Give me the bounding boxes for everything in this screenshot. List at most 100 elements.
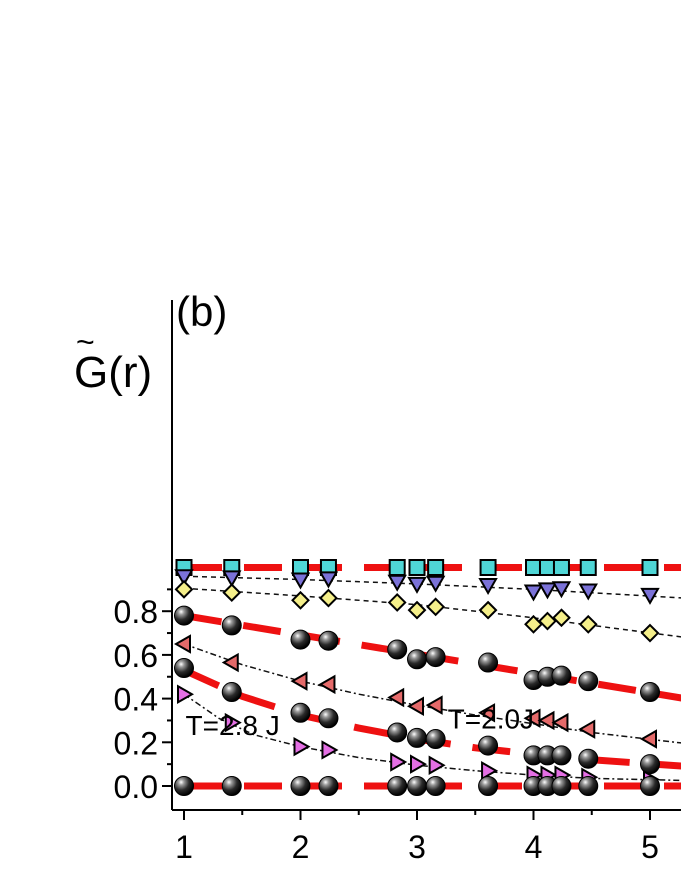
data-point-s1 [290, 572, 311, 590]
data-markers [173, 559, 661, 796]
data-point-s1 [478, 577, 498, 595]
annotation-label: T=2.8 J [186, 710, 280, 741]
data-point-s4 [387, 687, 405, 708]
data-point-s6 [224, 712, 242, 733]
data-point-s2 [222, 583, 242, 603]
data-point-s4 [221, 652, 239, 673]
data-point-s2 [640, 623, 660, 643]
data-point-s7 [425, 776, 446, 796]
x-tick-label: 3 [408, 829, 426, 865]
data-point-s1 [537, 582, 558, 600]
data-point-s7 [174, 776, 194, 796]
data-point-s0 [427, 559, 445, 576]
data-point-s2 [291, 590, 310, 610]
data-point-s1 [578, 583, 598, 601]
data-point-s4 [578, 719, 596, 739]
y-tick-label: 0.6 [114, 638, 158, 674]
data-point-s2 [552, 608, 571, 628]
data-point-s1 [640, 587, 660, 605]
data-point-s0 [579, 559, 597, 576]
data-point-s6 [410, 754, 428, 774]
data-point-s1 [222, 570, 242, 588]
data-point-s6 [321, 740, 339, 760]
data-point-s4 [173, 634, 191, 654]
y-tick-label: 0.2 [114, 725, 158, 761]
data-point-s2 [174, 579, 194, 599]
data-point-s1 [551, 581, 572, 599]
data-point-s4 [639, 729, 657, 749]
data-point-s4 [551, 712, 569, 733]
data-point-s3 [174, 605, 194, 626]
data-point-s3 [640, 682, 660, 703]
data-point-s7 [407, 776, 427, 796]
data-point-s2 [578, 614, 598, 634]
data-point-s7 [318, 776, 339, 796]
data-point-s7 [290, 776, 311, 796]
data-point-s5 [221, 682, 242, 703]
data-point-s4 [537, 710, 555, 731]
fit-curves [182, 564, 681, 790]
data-point-s3 [551, 665, 572, 686]
data-point-s4 [478, 703, 496, 723]
data-point-s1 [407, 576, 427, 594]
data-point-s7 [578, 776, 599, 796]
data-point-s2 [426, 597, 446, 617]
data-point-s7 [387, 776, 408, 796]
data-point-s1 [425, 575, 446, 593]
data-point-s1 [523, 584, 544, 602]
data-point-s1 [174, 569, 194, 587]
data-point-s6 [390, 752, 408, 772]
annotation-label: T=2.0J [448, 703, 534, 734]
data-point-s0 [641, 559, 659, 576]
data-point-s2 [407, 600, 427, 620]
x-tick-label: 4 [525, 829, 543, 865]
x-tick-label: 5 [641, 829, 659, 865]
data-point-s4 [425, 695, 443, 715]
data-point-s5 [478, 735, 499, 756]
data-point-s0 [408, 559, 426, 576]
panel-label: (b) [176, 288, 227, 335]
data-point-s6 [428, 755, 446, 775]
data-point-s0 [525, 559, 542, 576]
data-point-s5 [174, 658, 194, 679]
data-point-s3 [478, 652, 499, 673]
data-point-s2 [319, 588, 338, 608]
data-point-s4 [523, 708, 541, 728]
data-point-s5 [318, 708, 339, 729]
data-point-s1 [387, 574, 407, 592]
data-point-s3 [318, 630, 339, 651]
data-point-s5 [640, 754, 660, 775]
data-point-s5 [407, 727, 427, 748]
data-point-s0 [552, 559, 570, 576]
data-point-s0 [388, 559, 406, 576]
x-tick-label: 2 [292, 829, 310, 865]
data-point-s6 [293, 736, 311, 757]
y-tick-label: 0.8 [114, 594, 158, 630]
data-point-s2 [478, 600, 498, 620]
data-point-s5 [578, 748, 599, 769]
data-point-s0 [479, 559, 497, 576]
data-point-s4 [290, 671, 308, 691]
data-point-s2 [538, 611, 557, 631]
data-point-s6 [177, 684, 195, 704]
data-point-s2 [524, 614, 543, 634]
data-point-s3 [387, 639, 408, 660]
data-point-s3 [221, 615, 242, 636]
data-point-s6 [481, 760, 499, 781]
y-tick-label: 0.4 [114, 682, 158, 718]
data-point-s5 [551, 745, 572, 766]
x-tick-label: 1 [175, 829, 193, 865]
y-axis-label-accent: ~ [76, 324, 95, 360]
data-point-s5 [425, 729, 446, 750]
data-point-s2 [387, 593, 407, 612]
data-point-s1 [318, 571, 339, 589]
data-point-s7 [221, 776, 242, 796]
data-point-s7 [640, 776, 660, 796]
y-axis-label: G(r) [74, 348, 152, 397]
data-point-s4 [406, 696, 424, 716]
data-point-s3 [578, 671, 599, 692]
data-point-s3 [290, 629, 311, 650]
data-point-s0 [538, 559, 556, 576]
